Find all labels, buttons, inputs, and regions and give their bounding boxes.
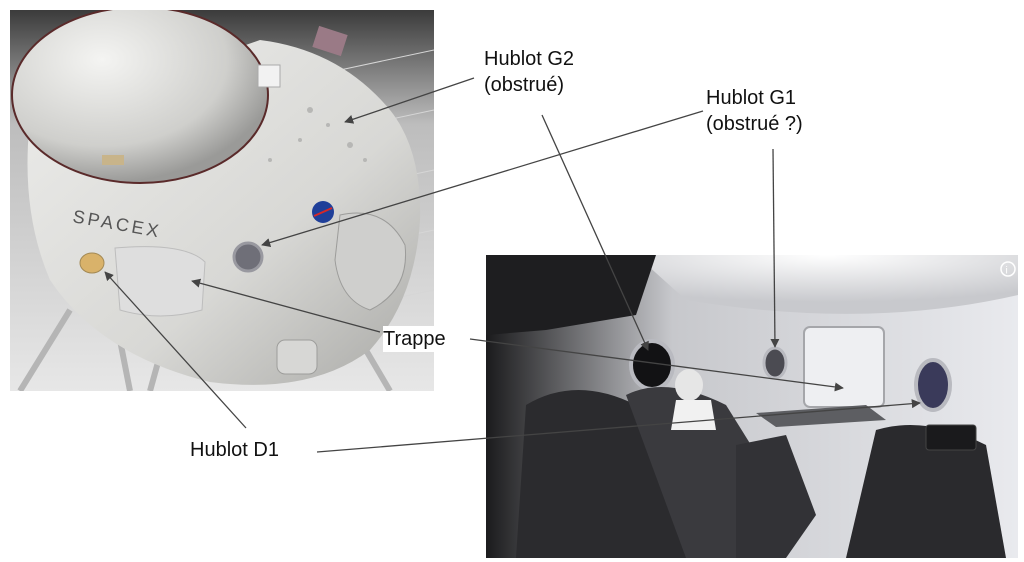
label-hublot-d1: Hublot D1 xyxy=(190,439,279,461)
arrow-g1-exterior xyxy=(261,110,704,247)
arrow-trappe-exterior xyxy=(191,278,381,333)
label-hublot-g1-title: Hublot G1 xyxy=(706,87,797,109)
window-g1-interior xyxy=(762,346,788,380)
label-hublot-g2-title: Hublot G2 xyxy=(484,48,575,70)
arrow-d1-exterior xyxy=(104,271,247,429)
hatch-panel xyxy=(114,246,206,317)
window-d1 xyxy=(79,252,105,274)
arrow-d1-interior xyxy=(316,399,921,453)
info-icon xyxy=(1000,261,1016,277)
arrow-g2-exterior xyxy=(344,77,475,124)
window-d1-interior xyxy=(914,358,952,412)
svg-text:i: i xyxy=(1006,266,1008,277)
label-hublot-g2-note: (obstrué) xyxy=(484,74,565,96)
thruster-pod xyxy=(334,212,407,311)
arrow-g2-interior xyxy=(541,114,649,351)
nose-cone xyxy=(11,10,269,184)
capsule-interior-photo: i xyxy=(486,255,1018,558)
label-hublot-g2: Hublot G2 (obstrué) xyxy=(484,46,574,98)
arrow-trappe-interior xyxy=(469,338,844,392)
label-hublot-g1-note: (obstrué ?) xyxy=(706,113,803,135)
capsule-exterior-photo: SPACEX xyxy=(10,10,434,391)
arrow-g1-interior xyxy=(770,148,780,348)
mannequin-helmet xyxy=(675,369,703,401)
cabin-ceiling xyxy=(636,255,1018,314)
window-g1 xyxy=(232,241,264,273)
label-hublot-g1: Hublot G1 (obstrué ?) xyxy=(706,85,803,137)
label-trappe: Trappe xyxy=(383,326,450,352)
